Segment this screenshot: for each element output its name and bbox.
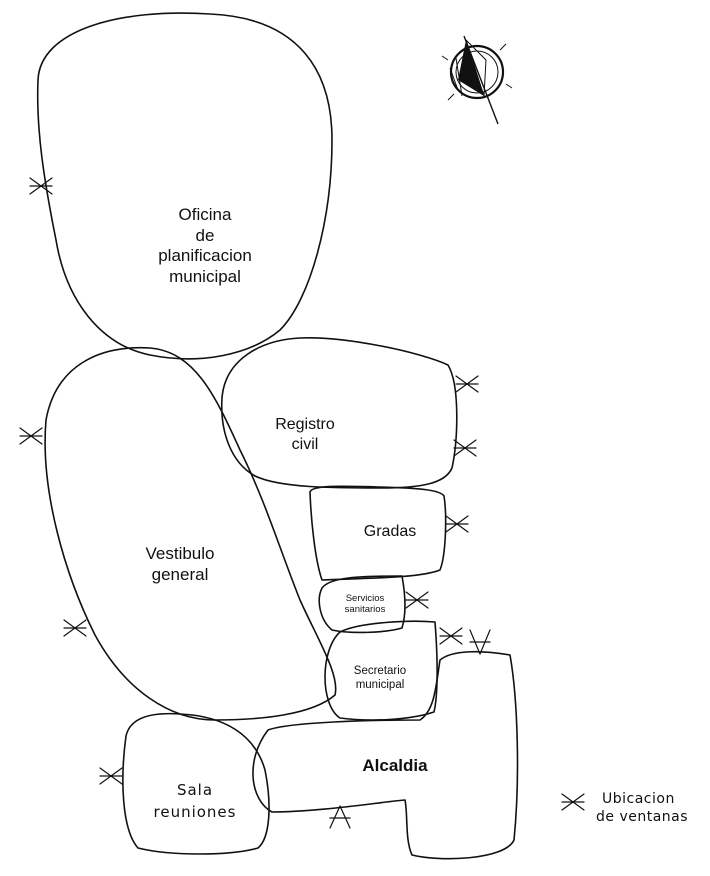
bubble-gradas bbox=[309, 485, 447, 581]
label-vestibulo-general: Vestibulo general bbox=[145, 544, 215, 584]
legend-label-line2: de ventanas bbox=[596, 809, 689, 826]
label-servicios-sanitarios: Servicios sanitarios bbox=[344, 593, 386, 615]
label-gradas: Gradas bbox=[363, 523, 417, 540]
window-symbol-icon bbox=[453, 439, 477, 457]
north-arrow-icon bbox=[441, 35, 513, 125]
window-symbol-icon bbox=[445, 515, 469, 533]
window-symbol-icon bbox=[469, 629, 491, 655]
window-symbol-icon bbox=[455, 375, 479, 393]
bubble-vestibulo-general bbox=[44, 346, 337, 721]
label-oficina-planificacion: Oficina de planificacion municipal bbox=[158, 205, 252, 287]
bubble-registro-civil bbox=[220, 337, 458, 489]
bubble-oficina-planificacion bbox=[36, 12, 333, 360]
window-symbol-icon bbox=[29, 177, 53, 195]
window-symbol-icon bbox=[63, 619, 87, 637]
label-sala-reuniones: Sala reuniones bbox=[153, 781, 237, 821]
window-symbol-icon bbox=[405, 591, 429, 609]
window-symbol-icon bbox=[19, 427, 43, 445]
bubble-secretario-municipal bbox=[324, 620, 438, 721]
window-symbol-icon bbox=[329, 805, 351, 829]
legend-window-symbol-icon bbox=[561, 793, 585, 811]
bubble-servicios-sanitarios bbox=[318, 575, 406, 634]
window-symbol-icon bbox=[99, 767, 123, 785]
label-alcaldia: Alcaldia bbox=[362, 756, 428, 775]
window-symbol-icon bbox=[439, 627, 463, 645]
legend: Ubicacion de ventanas bbox=[596, 790, 706, 826]
label-registro-civil: Registro civil bbox=[275, 416, 335, 453]
legend-label-line1: Ubicacion bbox=[602, 791, 675, 807]
bubble-sala-reuniones bbox=[122, 712, 270, 855]
bubble-alcaldia bbox=[252, 650, 519, 860]
label-secretario-municipal: Secretario municipal bbox=[353, 665, 407, 692]
